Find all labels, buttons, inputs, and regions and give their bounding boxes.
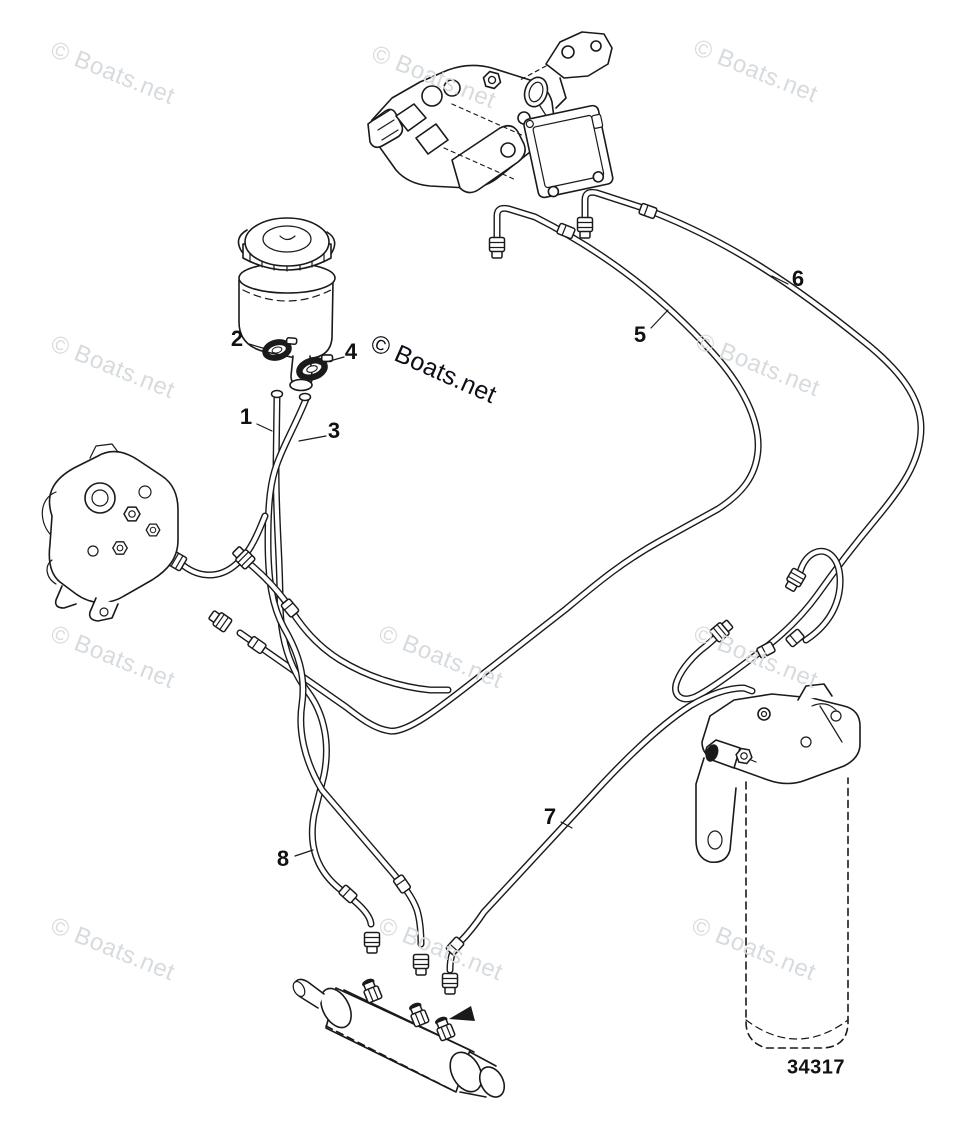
callout-8: 8 xyxy=(276,846,290,871)
ecm-module xyxy=(523,104,614,199)
top-bracket xyxy=(545,31,613,109)
callout-5: 5 xyxy=(633,322,647,347)
callout-1: 1 xyxy=(239,404,253,429)
callout-7: 7 xyxy=(543,804,557,829)
fuel-cooler-manifold xyxy=(292,975,506,1098)
pump-hose-lower xyxy=(229,543,452,694)
hose-1 xyxy=(270,389,381,954)
callout-leader-lines xyxy=(248,275,789,857)
clamp-ring xyxy=(523,76,549,118)
hose-7 xyxy=(441,684,756,995)
diagram-number: 34317 xyxy=(786,1056,846,1079)
hose-5 xyxy=(206,204,762,735)
hose-3 xyxy=(264,392,430,976)
callout-2: 2 xyxy=(230,326,244,351)
fuel-pump-assembly xyxy=(367,64,555,194)
pump-hose-upper xyxy=(161,512,269,579)
injection-pump xyxy=(41,443,179,622)
callout-4: 4 xyxy=(344,339,358,364)
callout-6: 6 xyxy=(791,266,805,291)
hose-6 xyxy=(576,188,925,703)
pointer-arrow xyxy=(449,1006,475,1021)
callout-3: 3 xyxy=(327,418,341,443)
fuel-filter xyxy=(695,683,861,1049)
filter-jumper-hose xyxy=(782,547,844,644)
reservoir xyxy=(237,217,336,392)
